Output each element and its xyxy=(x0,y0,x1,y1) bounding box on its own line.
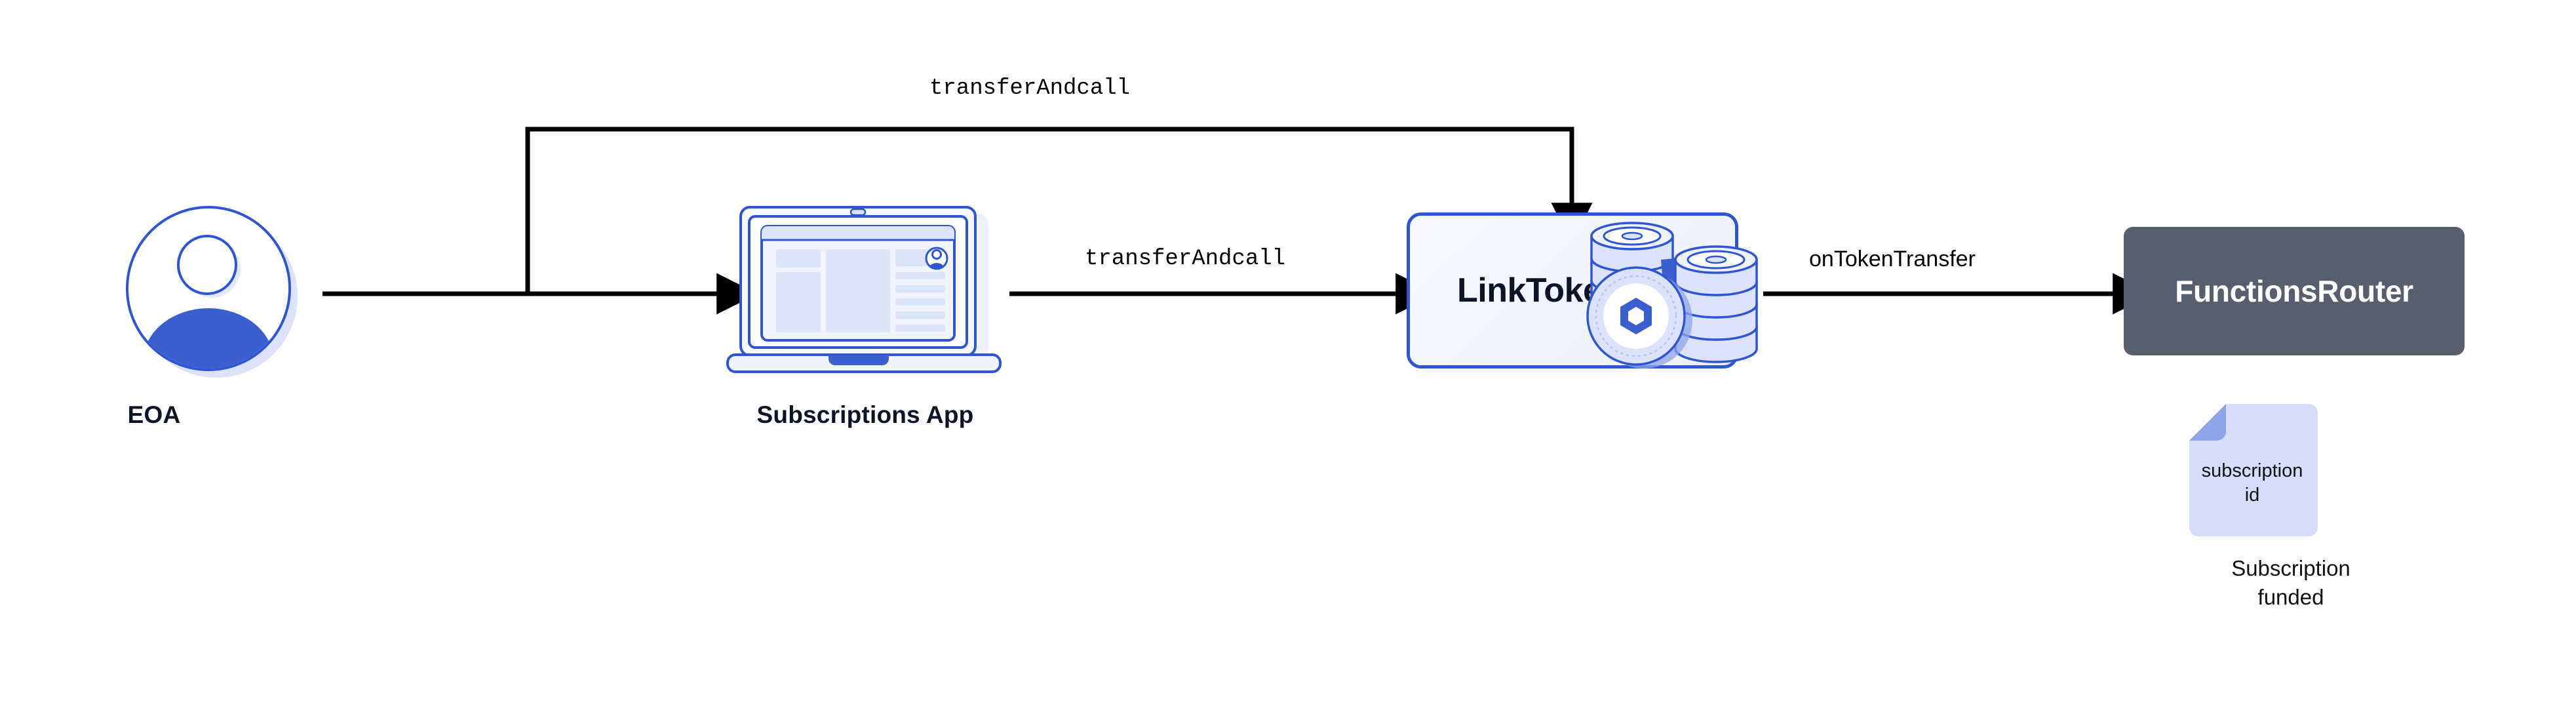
laptop-dashboard-icon xyxy=(726,206,1002,373)
document-icon xyxy=(2189,404,2318,536)
node-linktoken-label: LinkToken xyxy=(1457,271,1622,309)
edge-label-linktoken-to-router: onTokenTransfer xyxy=(1809,247,1976,271)
node-subscription-doc-label: Subscription funded xyxy=(2137,554,2445,611)
node-functionsrouter-label: FunctionsRouter xyxy=(2175,274,2413,308)
node-functionsrouter[interactable]: FunctionsRouter xyxy=(2124,227,2465,355)
subscription-label-line1: Subscription xyxy=(2231,556,2351,580)
node-subscriptions-app[interactable] xyxy=(718,197,1009,380)
doc-text-line1: subscription xyxy=(2201,460,2303,481)
node-subscription-doc[interactable] xyxy=(2183,399,2322,542)
document-icon-text: subscription id xyxy=(2187,459,2318,508)
edge-label-eoa-to-linktoken: transferAndcall xyxy=(929,76,1131,101)
node-eoa-label: EOA xyxy=(127,401,181,428)
node-eoa[interactable] xyxy=(118,197,302,380)
doc-text-line2: id xyxy=(2244,485,2260,506)
node-linktoken[interactable]: LinkToken xyxy=(1407,212,1738,369)
user-avatar-icon xyxy=(126,206,298,378)
subscription-label-line2: funded xyxy=(2257,584,2324,609)
edge-label-app-to-linktoken: transferAndcall xyxy=(1085,247,1286,271)
node-subscriptions-app-label: Subscriptions App xyxy=(756,401,974,428)
